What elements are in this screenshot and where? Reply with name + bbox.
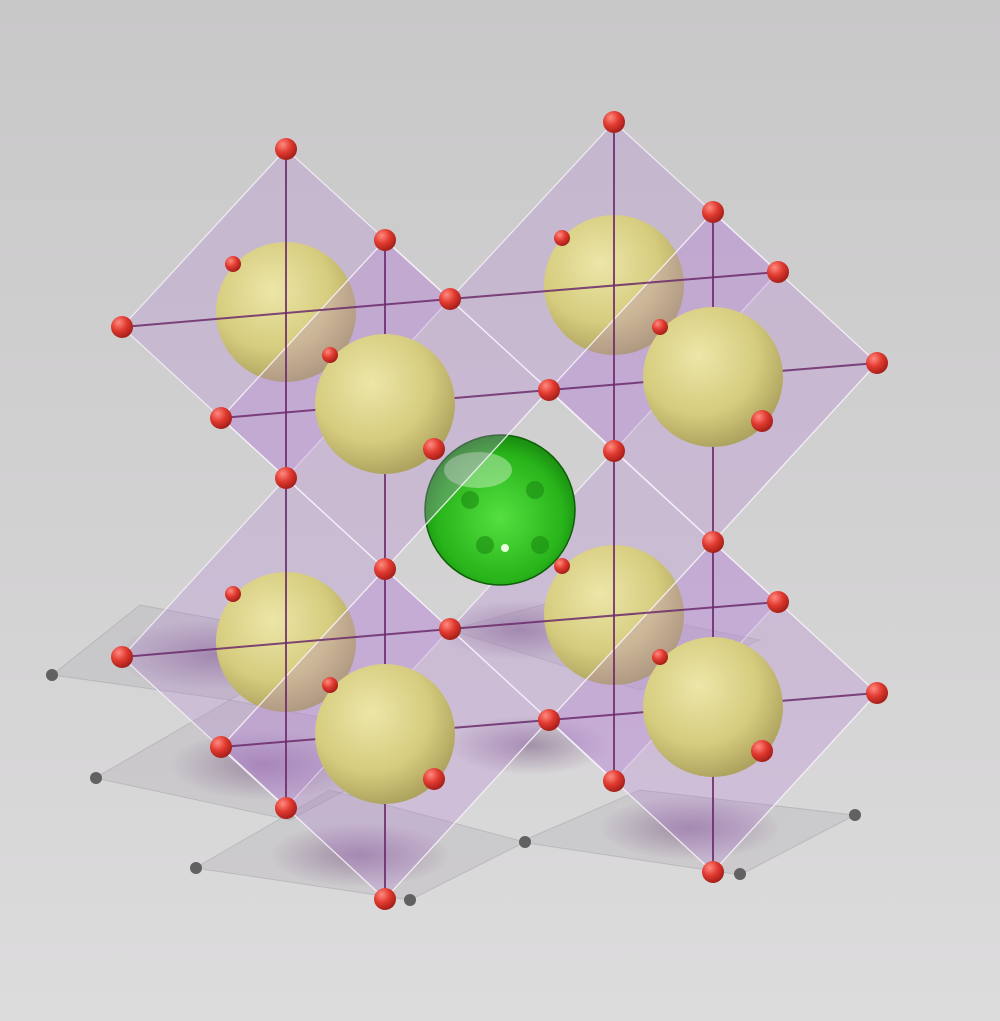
b-site-sphere <box>315 664 455 804</box>
b-site-sphere <box>643 307 783 447</box>
b-site-sphere <box>315 334 455 474</box>
oxygen-atoms <box>111 111 888 910</box>
a-site-sphere <box>424 434 576 586</box>
b-site-sphere <box>643 637 783 777</box>
b-site-spheres-front <box>315 307 783 804</box>
